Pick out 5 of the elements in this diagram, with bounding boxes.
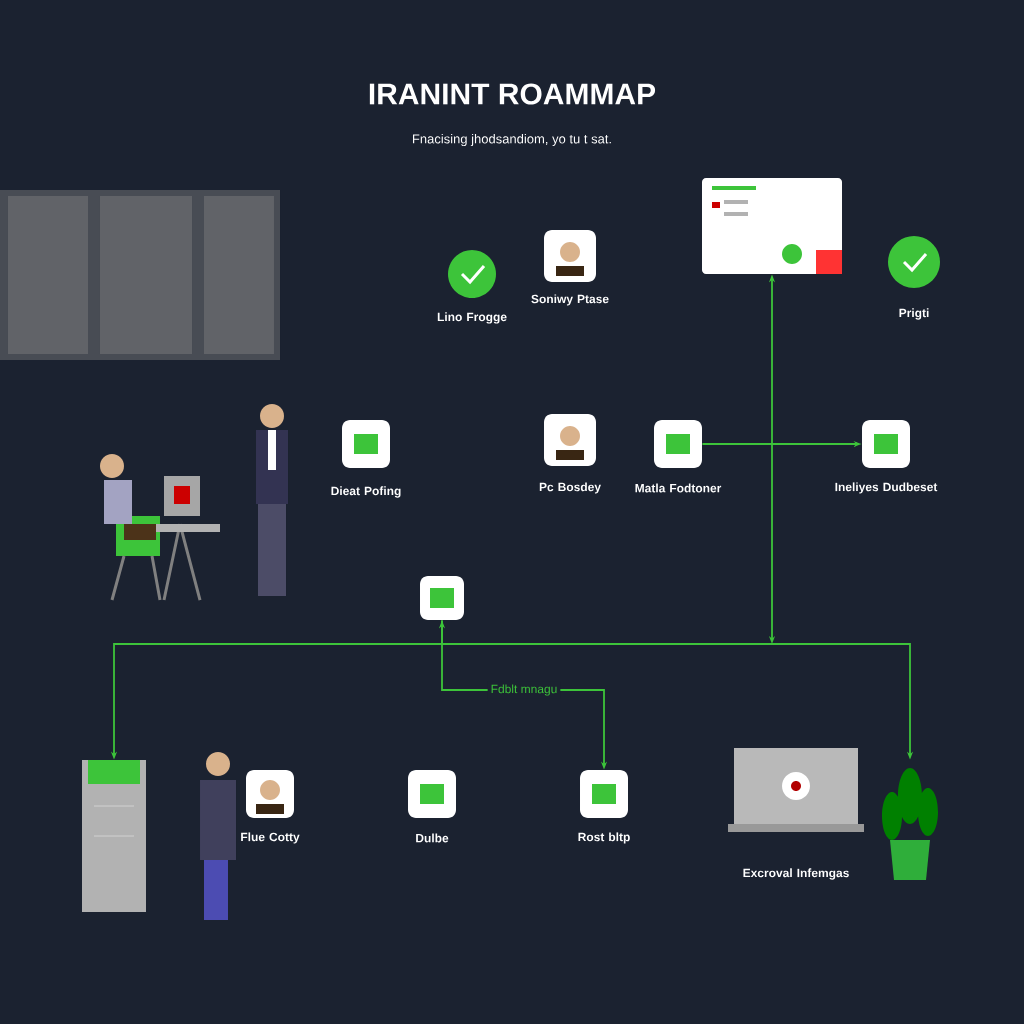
- plant-drawing: [882, 768, 938, 880]
- dashboard-card: [702, 178, 842, 274]
- title: IRANINT ROAMMAP: [369, 83, 656, 105]
- server-drawing: [82, 760, 146, 912]
- icon-tile: [420, 576, 464, 620]
